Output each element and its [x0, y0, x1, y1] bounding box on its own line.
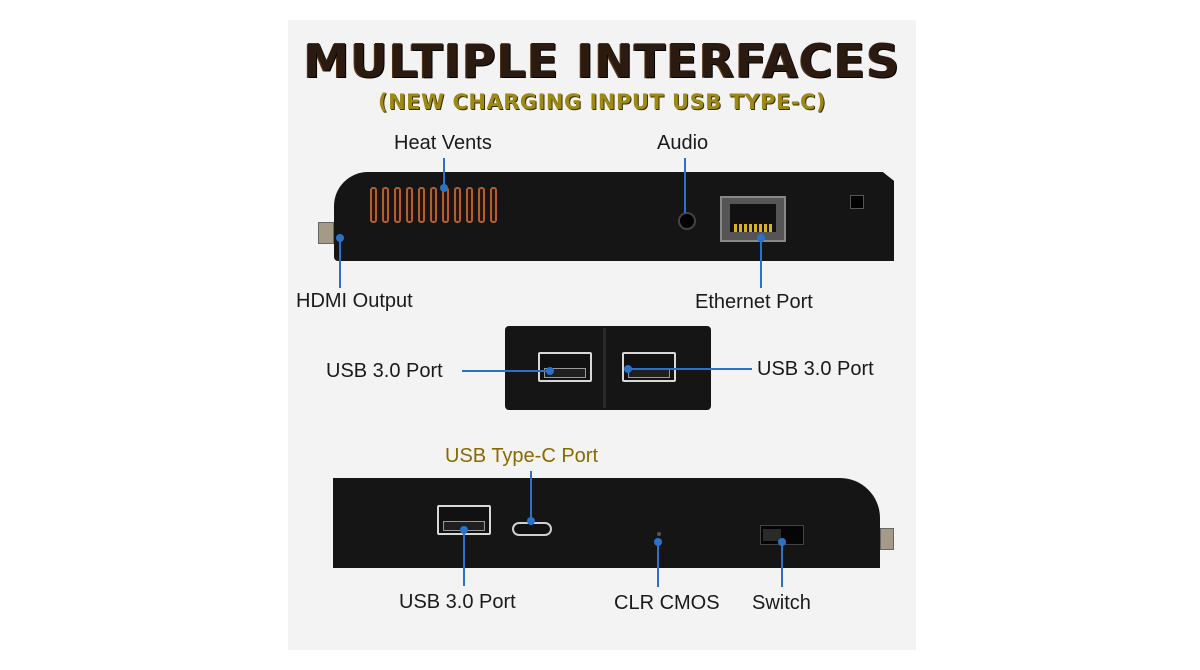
callout-usb30-right — [628, 368, 752, 370]
label-heat-vents: Heat Vents — [394, 132, 492, 154]
label-audio: Audio — [657, 132, 709, 154]
label-usb30-bottom: USB 3.0 Port — [399, 591, 516, 613]
callout-dot-usb-type-c — [527, 517, 535, 525]
callout-dot-switch — [778, 538, 786, 546]
callout-clr-cmos — [657, 542, 659, 587]
callout-dot-ethernet — [757, 234, 765, 242]
callout-usb30-left — [462, 370, 550, 372]
power-connector — [880, 528, 894, 550]
usb-port-rear-left — [538, 352, 592, 382]
label-usb30-left: USB 3.0 Port — [326, 360, 443, 382]
callout-dot-usb30-right — [624, 365, 632, 373]
callout-usb-type-c — [530, 471, 532, 523]
callout-heat-vents — [443, 158, 445, 188]
label-usb30-right: USB 3.0 Port — [757, 358, 874, 380]
callout-dot-hdmi — [336, 234, 344, 242]
hdmi-connector — [318, 222, 334, 244]
audio-jack — [678, 212, 696, 230]
page-subtitle: (NEW CHARGING INPUT USB TYPE-C) — [377, 90, 827, 114]
label-hdmi-output: HDMI Output — [296, 290, 413, 312]
indicator-light — [850, 195, 864, 209]
callout-switch — [781, 542, 783, 587]
label-ethernet-port: Ethernet Port — [695, 291, 813, 313]
callout-dot-clr-cmos — [654, 538, 662, 546]
label-switch: Switch — [752, 592, 811, 614]
callout-ethernet — [760, 238, 762, 288]
page-title: MULTIPLE INTERFACES — [303, 34, 901, 88]
label-usb-type-c: USB Type-C Port — [445, 445, 599, 467]
callout-audio — [684, 158, 686, 213]
callout-dot-usb30-bottom — [460, 526, 468, 534]
label-clr-cmos: CLR CMOS — [614, 592, 720, 614]
clr-cmos-hole — [657, 532, 661, 536]
callout-dot-usb30-left — [546, 367, 554, 375]
ethernet-port — [720, 196, 786, 242]
callout-usb30-bottom — [463, 530, 465, 586]
callout-hdmi — [339, 238, 341, 288]
callout-dot-heat-vents — [440, 184, 448, 192]
